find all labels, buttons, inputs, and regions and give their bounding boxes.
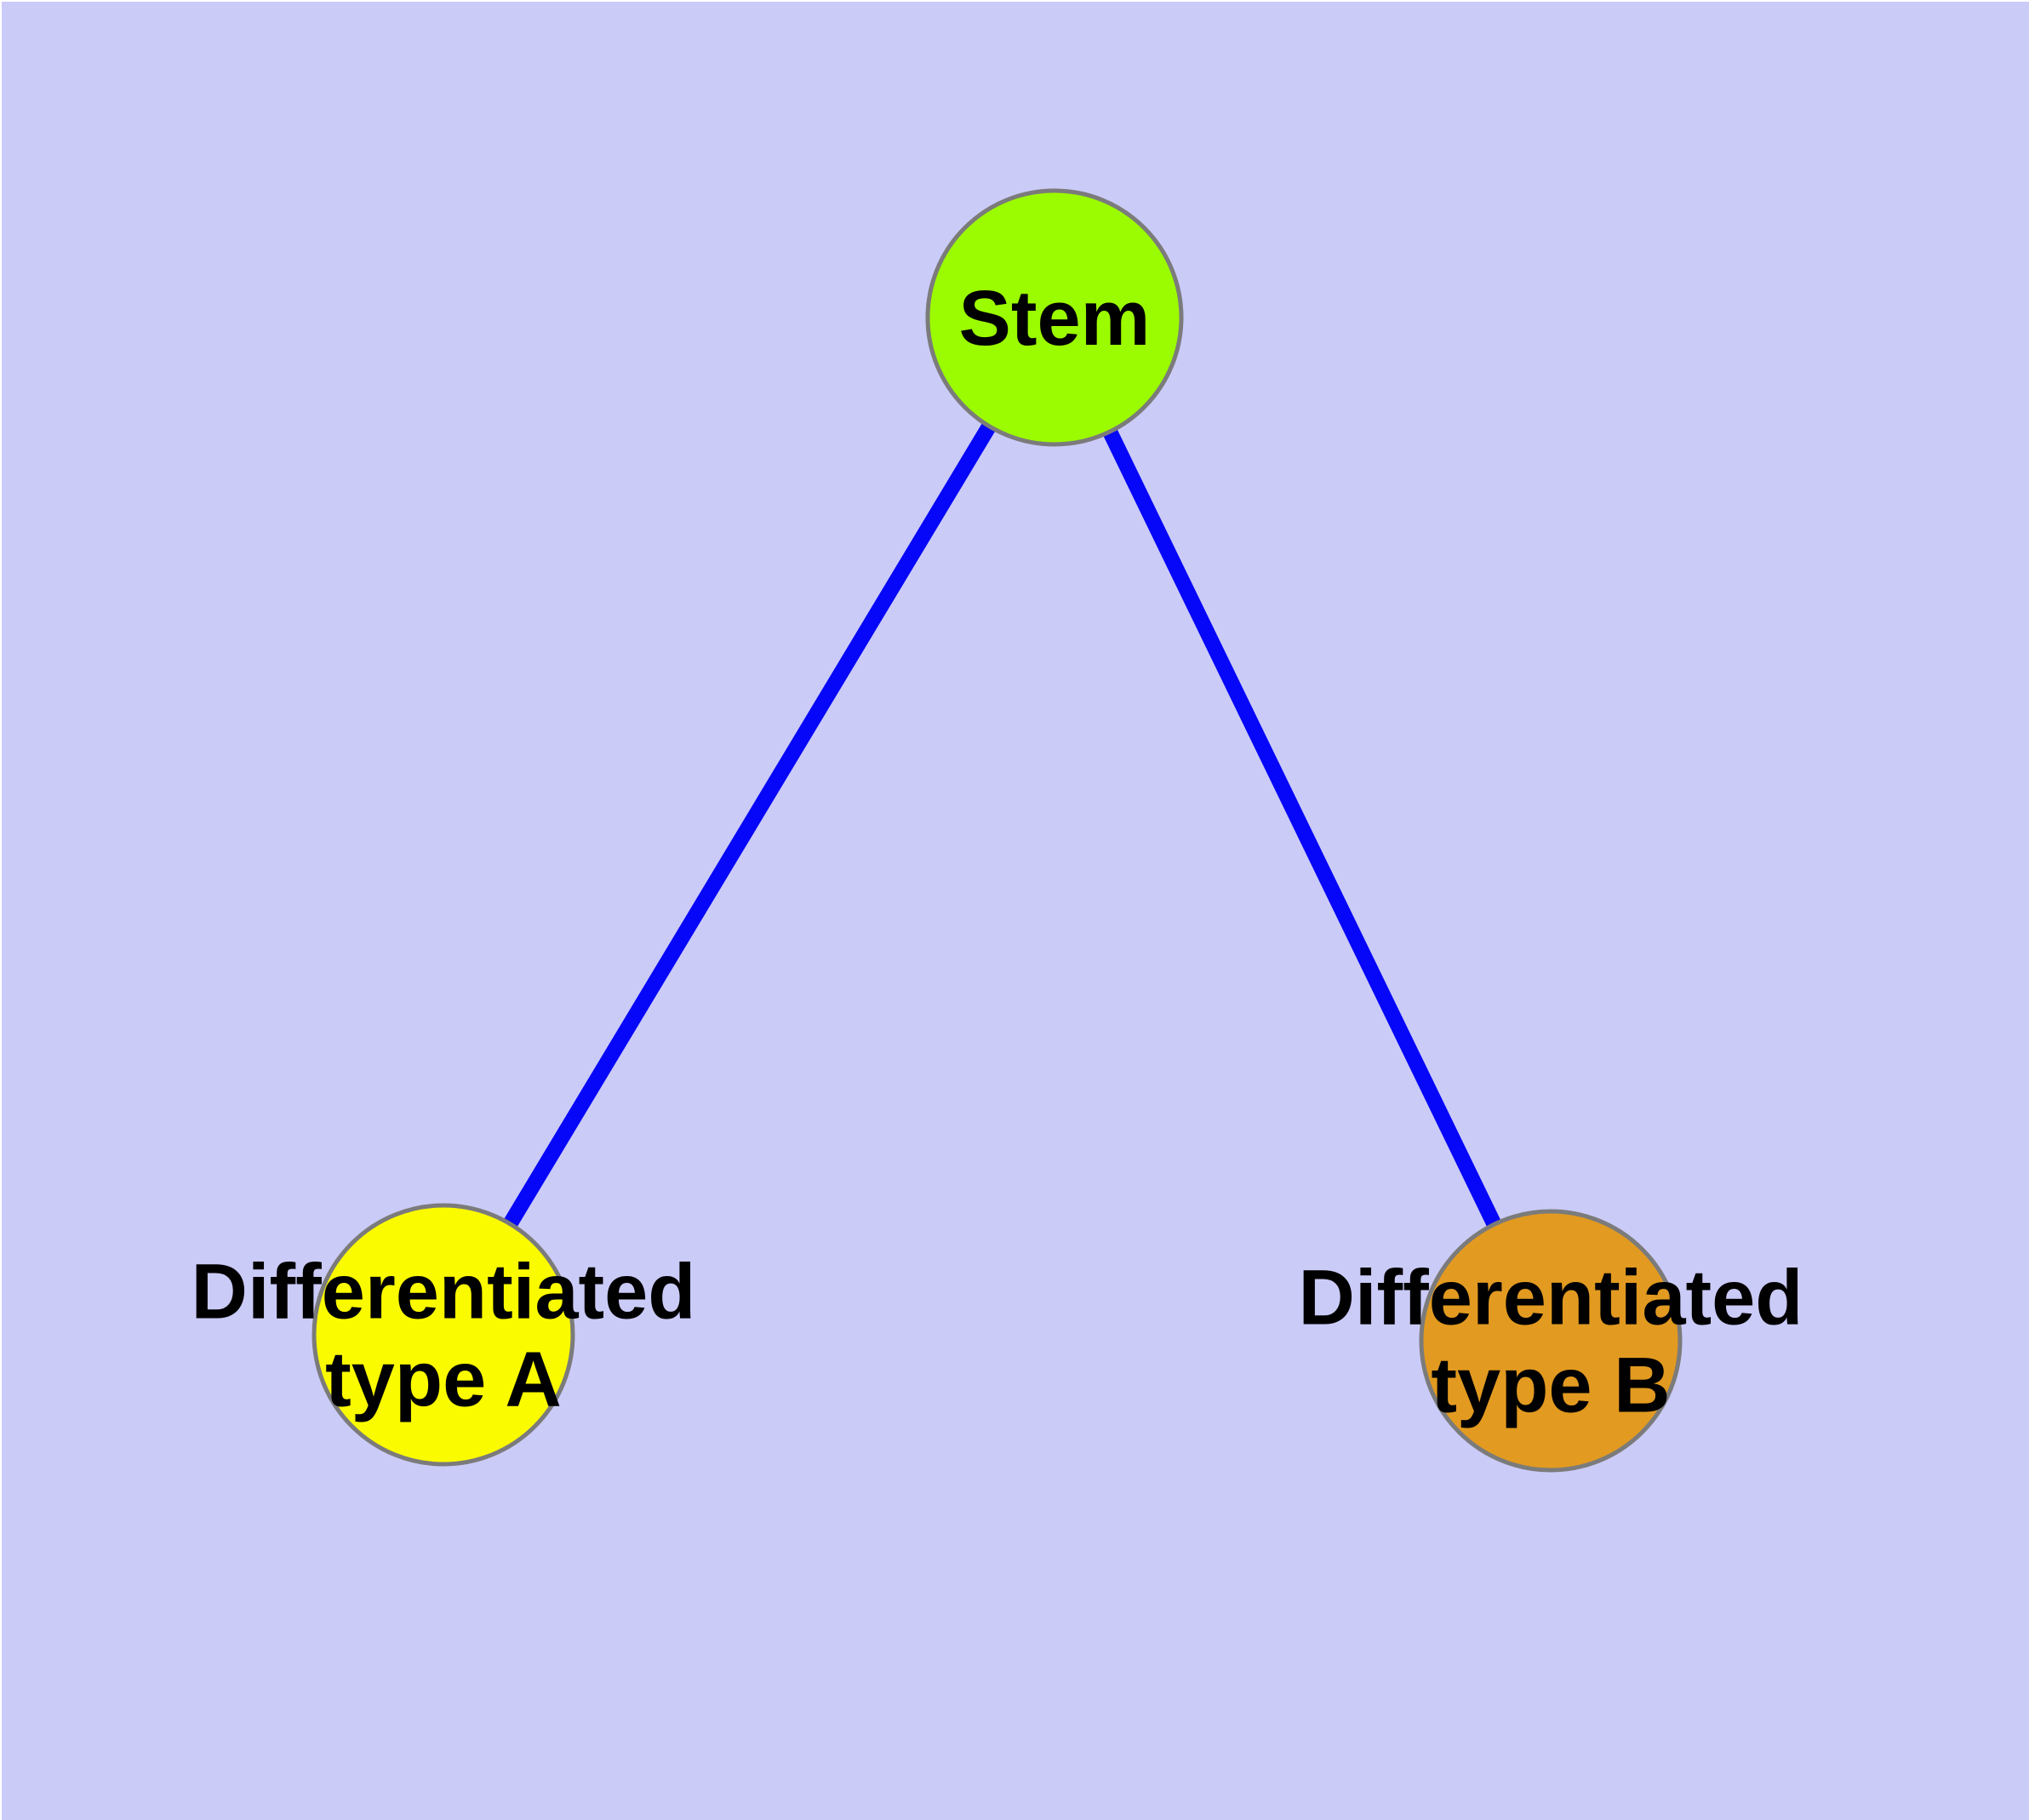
node-stem[interactable]: [925, 188, 1184, 447]
edge-stem-type-b: [1047, 314, 1558, 1344]
node-label-stem: Stem: [959, 275, 1151, 362]
node-differentiated-type-a[interactable]: [311, 1203, 575, 1467]
edges-layer: [437, 313, 1558, 1344]
edge-stem-type-a: [437, 313, 1061, 1339]
node-differentiated-type-b[interactable]: [1419, 1209, 1683, 1473]
nodes-layer: [311, 188, 1683, 1473]
